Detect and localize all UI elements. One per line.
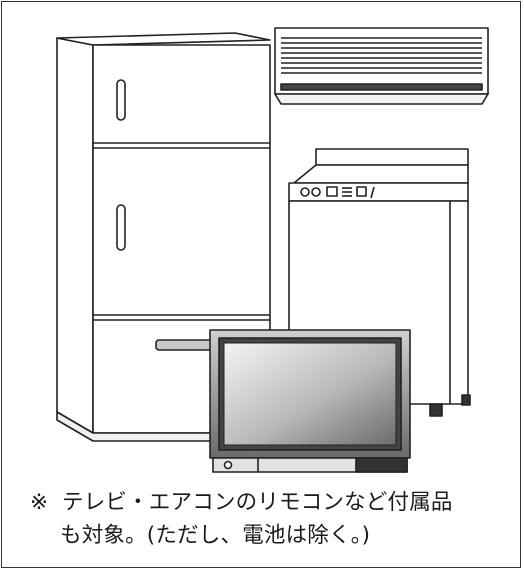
accessory-note: ※ テレビ・エアコンのリモコンなど付属品 も対象。(ただし、電池は除く。) [30,486,510,552]
reference-mark: ※ [30,490,49,515]
television-icon [209,329,411,473]
air-conditioner-icon [274,27,489,105]
note-line-1: テレビ・エアコンのリモコンなど付属品 [62,490,453,515]
note-line-2: も対象。(ただし、電池は除く。) [60,523,371,548]
appliances-illustration [56,27,489,473]
